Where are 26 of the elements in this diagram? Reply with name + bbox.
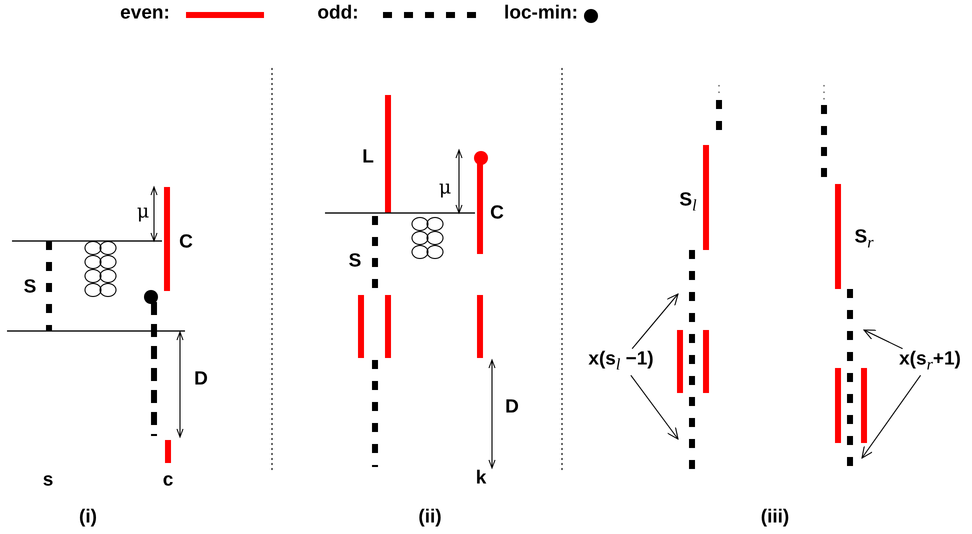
variable-label: s [42,470,54,492]
legend-label: even: [120,4,170,24]
leader-line [632,294,678,350]
variable-label: μ [136,202,150,222]
leader-line [862,374,922,458]
variable-label: c [162,470,174,492]
legend-label: odd: [317,4,359,24]
expression-label: x(s$_{l}$ −1) [586,348,656,376]
variable-label: C [179,232,193,254]
variable-label: S [348,252,362,272]
variable-label: (i) [79,508,97,528]
leader-line [630,374,678,440]
leader-line [864,330,904,350]
variable-label: k [476,468,486,490]
variable-label: C [490,204,504,224]
variable-label: D [194,370,208,390]
variable-label: S [24,278,36,298]
variable-label: (ii) [418,508,442,528]
variable-label: μ [438,178,452,198]
variable-label: L [362,148,374,168]
variable-label: S$_{l}$ [679,190,697,216]
legend-label: loc-min: [504,4,578,24]
variable-label: D [505,398,519,418]
variable-label: S$_{r}$ [854,228,874,252]
variable-label: (iii) [760,508,790,528]
expression-label: x(s$_{r}$+1) [897,348,963,376]
